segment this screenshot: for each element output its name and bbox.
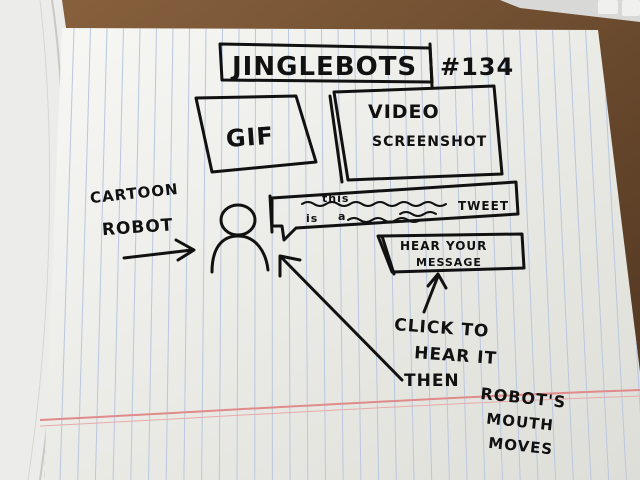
rule-line bbox=[469, 27, 486, 480]
margin-line bbox=[39, 389, 640, 421]
keyboard bbox=[500, 0, 640, 22]
sketch-title: JINGLEBOTS bbox=[230, 52, 417, 82]
rule-line bbox=[59, 27, 75, 480]
rule-line bbox=[535, 27, 557, 480]
rule-line bbox=[94, 27, 108, 480]
hear-button-line2: MESSAGE bbox=[416, 256, 482, 269]
rule-line bbox=[254, 27, 256, 480]
rule-line bbox=[354, 27, 362, 480]
tweet-word-tweet: TWEET bbox=[458, 199, 509, 213]
rule-line bbox=[585, 27, 610, 480]
video-label: VIDEO bbox=[368, 101, 440, 123]
rule-line bbox=[420, 27, 433, 480]
tweet-word-a: a bbox=[338, 210, 346, 223]
rule-line bbox=[201, 27, 207, 480]
notebook-page bbox=[39, 27, 640, 480]
rule-line bbox=[288, 27, 291, 480]
rule-line bbox=[77, 27, 91, 480]
rule-line bbox=[403, 27, 415, 480]
tweet-word-this: this bbox=[322, 192, 349, 205]
rule-line bbox=[601, 27, 627, 480]
robot-label-line2: ROBOT bbox=[101, 215, 174, 240]
tweet-word-is: is bbox=[306, 212, 318, 225]
cartoon-robot-figure bbox=[210, 203, 270, 274]
hear-message-button-sketch bbox=[376, 232, 526, 274]
gif-label: GIF bbox=[225, 122, 275, 153]
rule-line bbox=[552, 27, 574, 480]
rule-line bbox=[112, 27, 124, 480]
screenshot-label: SCREENSHOT bbox=[372, 134, 487, 150]
video-screenshot-box bbox=[332, 84, 504, 182]
click-arrow bbox=[422, 272, 448, 314]
mouth-arrow bbox=[278, 254, 404, 382]
rule-line bbox=[218, 27, 223, 480]
robot-arrow bbox=[122, 238, 196, 262]
rule-line bbox=[130, 27, 141, 480]
rule-line bbox=[519, 27, 539, 480]
rule-line bbox=[502, 27, 521, 480]
rule-line bbox=[370, 27, 380, 480]
gif-box bbox=[194, 94, 318, 174]
hear-button-line1: HEAR YOUR bbox=[400, 239, 487, 253]
click-note-line3: THEN bbox=[404, 371, 460, 391]
rule-line bbox=[486, 27, 503, 480]
tweet-bubble bbox=[270, 180, 520, 242]
rule-line bbox=[387, 27, 397, 480]
rule-line bbox=[236, 27, 240, 480]
rule-line bbox=[453, 27, 468, 480]
issue-number: #134 bbox=[440, 53, 514, 81]
rule-line bbox=[568, 27, 592, 480]
